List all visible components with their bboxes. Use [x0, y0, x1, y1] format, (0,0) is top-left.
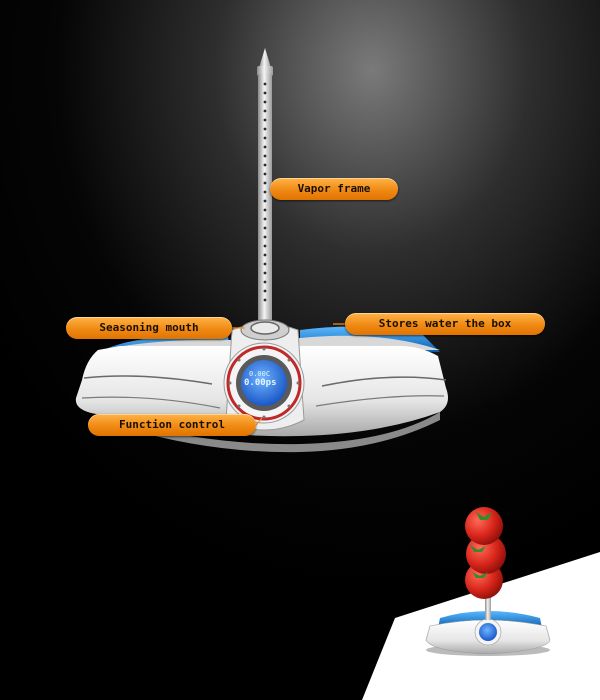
- small-appliance-view: [425, 572, 551, 656]
- callout-vapor-frame: Vapor frame: [270, 178, 398, 200]
- function-control-dial: [223, 342, 305, 424]
- vapor-frame-rod: [257, 48, 273, 320]
- callout-seasoning-mouth: Seasoning mouth: [66, 317, 232, 339]
- tomato-skewer: [465, 507, 506, 599]
- callout-stores-water-box: Stores water the box: [345, 313, 545, 335]
- lcd-readout-line1: 0.00C: [249, 370, 271, 378]
- callout-function-control: Function control: [88, 414, 256, 436]
- lcd-readout-line2: 0.00ps: [244, 378, 277, 388]
